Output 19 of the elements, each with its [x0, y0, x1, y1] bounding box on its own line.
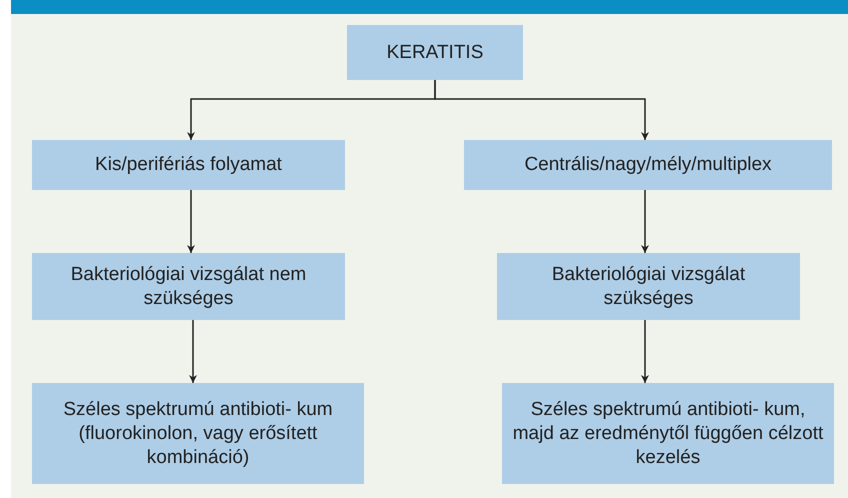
arrow — [641, 190, 649, 253]
arrow — [187, 190, 195, 253]
process-box — [32, 253, 345, 320]
process-box — [502, 383, 834, 484]
arrow — [434, 80, 649, 140]
box-text: Széles spektrumú antibioti- kum (fluorokinolon, vagy erősített kombináció) — [62, 398, 334, 470]
process-box — [347, 25, 523, 80]
box-text: Kis/perifériás folyamat — [95, 153, 282, 177]
box-text: Bakteriológiai vizsgálat szükséges — [550, 262, 746, 310]
process-box — [497, 253, 800, 320]
process-box — [32, 383, 364, 484]
process-box — [32, 140, 345, 190]
arrow — [189, 320, 197, 383]
box-text: Széles spektrumú antibioti- kum, majd az eredménytől függően célzott kezelés — [512, 398, 824, 470]
process-box — [464, 140, 832, 190]
box-text: KERATITIS — [386, 40, 484, 64]
arrow — [641, 320, 649, 383]
box-text: Bakteriológiai vizsgálat nem szükséges — [70, 262, 308, 310]
box-text: Centrális/nagy/mély/multiplex — [524, 153, 772, 177]
